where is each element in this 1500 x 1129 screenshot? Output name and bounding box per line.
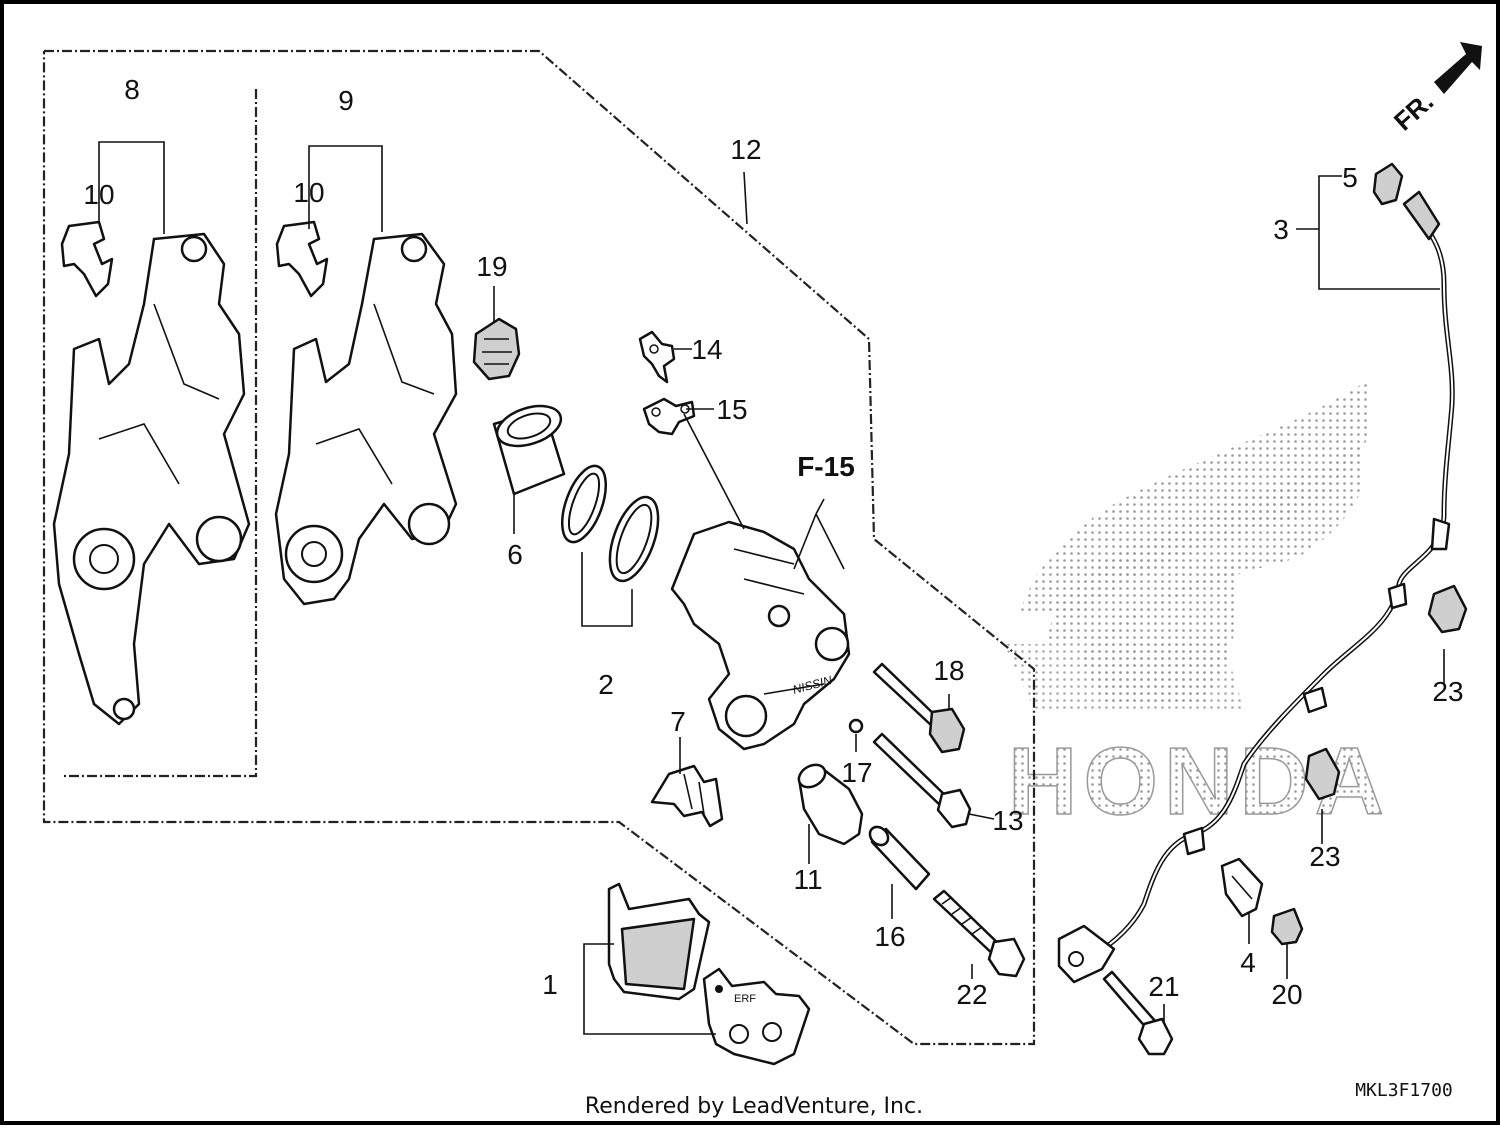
washer-part-17	[848, 718, 864, 734]
callout-2: 2	[598, 669, 614, 700]
callout-11: 11	[793, 864, 822, 895]
pad-spring-part-10b	[275, 220, 329, 298]
pin-bolt-part-18	[872, 662, 966, 754]
bolt-part-22	[932, 889, 1026, 978]
sensor-stay-part-4	[1220, 857, 1264, 918]
callout-17: 17	[841, 757, 872, 788]
callout-7: 7	[670, 706, 686, 737]
piston-part-6	[492, 404, 566, 496]
clamp-part-23b	[1304, 747, 1341, 801]
front-direction-arrow: FR.	[1388, 42, 1482, 136]
clip-part-14	[638, 330, 676, 384]
pad-spring-part-10a	[60, 220, 114, 298]
callout-3: 3	[1273, 214, 1289, 245]
diagram-code: MKL3F1700	[1355, 1080, 1453, 1101]
caliper-bracket-part-9	[274, 232, 458, 606]
reference-label-f15: F-15	[797, 451, 855, 482]
callout-labels: 1 2 3 4 5 6 7 8 9 10 10 11 12 13 14 15 1…	[83, 74, 1463, 1010]
callout-16: 16	[874, 921, 905, 952]
clip-part-15	[642, 397, 696, 436]
callout-8: 8	[124, 74, 140, 105]
callout-13: 13	[992, 805, 1023, 836]
callout-5: 5	[1342, 162, 1358, 193]
pin-bolt-part-13	[872, 732, 972, 829]
honda-wing-watermark	[1004, 379, 1369, 709]
callout-10b: 10	[293, 177, 324, 208]
callout-19: 19	[476, 251, 507, 282]
callout-9: 9	[338, 85, 354, 116]
piston-seal-part-2	[560, 464, 660, 583]
callout-4: 4	[1240, 947, 1256, 978]
callout-14: 14	[691, 334, 722, 365]
callout-22: 22	[956, 979, 987, 1010]
leader-lines	[98, 141, 1445, 1035]
brake-pad-part-1: ERF	[607, 882, 811, 1066]
callout-6: 6	[507, 539, 523, 570]
callout-23a: 23	[1432, 676, 1463, 707]
bleeder-cap-part-19	[472, 317, 521, 381]
callout-23b: 23	[1309, 841, 1340, 872]
exploded-view-canvas: HONDA FR.	[42, 42, 1482, 1101]
caliper-body: NISSIN	[670, 520, 851, 751]
front-label: FR.	[1388, 86, 1439, 136]
callout-1: 1	[542, 969, 558, 1000]
clamp-part-23a	[1427, 584, 1468, 634]
callout-20: 20	[1271, 979, 1302, 1010]
callout-15: 15	[716, 394, 747, 425]
callout-18: 18	[933, 655, 964, 686]
callout-12: 12	[730, 134, 761, 165]
caliper-assembly-boundary	[42, 49, 1036, 1046]
render-credit: Rendered by LeadVenture, Inc.	[584, 1094, 924, 1119]
bolt-part-21	[1102, 970, 1174, 1056]
grommet-part-5	[1372, 162, 1404, 206]
svg-text:ERF: ERF	[734, 993, 756, 1005]
bracket-subgroup-boundary	[62, 89, 258, 778]
caliper-bracket-part-8	[52, 232, 251, 726]
bolt-part-20	[1270, 907, 1304, 946]
callout-21: 21	[1148, 971, 1179, 1002]
sleeve-part-16	[868, 825, 931, 891]
boot-part-11	[797, 763, 864, 846]
pad-spring-part-7	[650, 764, 724, 828]
abs-sensor-cable-part-3	[1057, 190, 1455, 984]
callout-10a: 10	[83, 179, 114, 210]
